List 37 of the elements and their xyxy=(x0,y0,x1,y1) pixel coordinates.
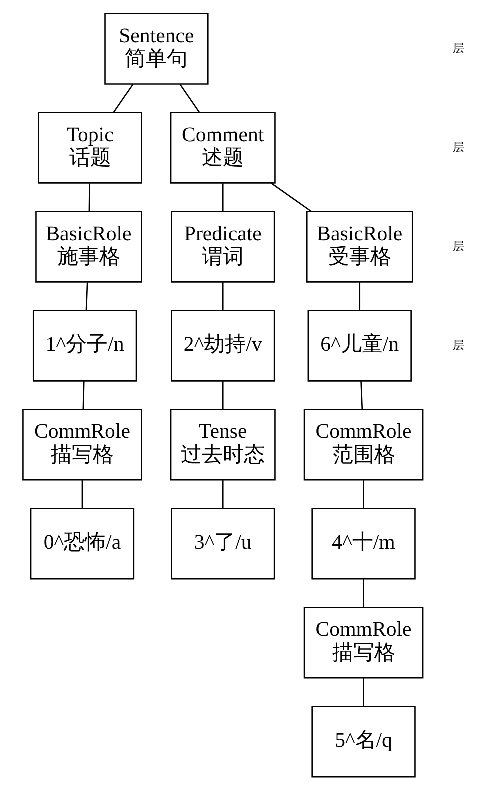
node-box: BasicRole 施事格 xyxy=(35,211,142,283)
node-box: 4^十/m xyxy=(311,508,416,580)
node-box: Tense 过去时态 xyxy=(170,409,276,481)
connector xyxy=(362,678,364,706)
node-box: Predicate 谓词 xyxy=(170,211,275,283)
node-box: 1^分子/n xyxy=(32,310,137,382)
connector xyxy=(362,580,364,608)
connector xyxy=(222,184,224,212)
connector xyxy=(85,282,88,311)
node-box: 3^了/u xyxy=(170,508,275,580)
label: 层 xyxy=(452,140,464,154)
node-box: CommRole 描写格 xyxy=(303,607,424,679)
connector xyxy=(222,282,224,311)
connector xyxy=(112,84,134,113)
connector xyxy=(360,382,363,410)
connector xyxy=(222,480,224,509)
node-box: CommRole 描写格 xyxy=(22,409,142,481)
connector xyxy=(222,382,224,410)
node-box: BasicRole 受事格 xyxy=(306,211,413,283)
connector xyxy=(81,480,83,509)
connector xyxy=(270,182,312,212)
label: 层 xyxy=(452,338,464,352)
node-box: CommRole 范围格 xyxy=(303,409,424,481)
node-box: 0^恐怖/a xyxy=(30,508,134,580)
connector xyxy=(88,184,90,212)
node-box: Topic 话题 xyxy=(38,112,142,184)
connector xyxy=(179,84,200,113)
node-box: 5^名/q xyxy=(311,706,416,778)
label: 层 xyxy=(452,240,464,253)
label: 层 xyxy=(452,42,464,55)
node-box: Sentence 简单句 xyxy=(104,13,208,85)
connector xyxy=(362,480,364,509)
connector xyxy=(82,382,84,410)
node-box: 6^儿童/n xyxy=(307,310,412,382)
node-box: Comment 述题 xyxy=(170,112,276,184)
connector xyxy=(358,282,360,311)
node-box: 2^劫持/v xyxy=(170,310,275,382)
